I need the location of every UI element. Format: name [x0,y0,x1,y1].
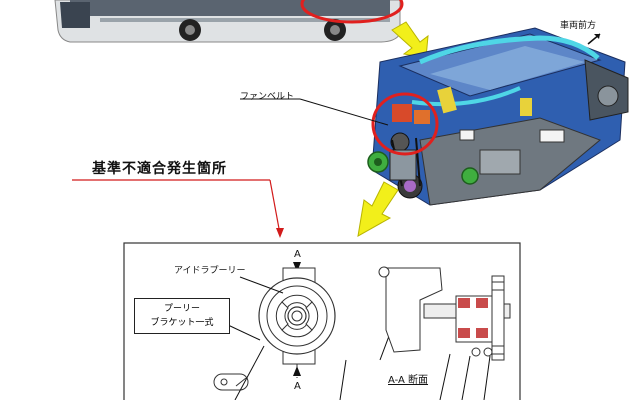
engine-illustration [367,27,629,206]
page-heading: 基準不適合発生箇所 [92,161,227,177]
callout-arrow-top [391,21,429,59]
direction-arrow [587,33,601,45]
section-view-label: A-A 断面 [388,375,429,386]
pulley-bracket-line2: ブラケット一式 [150,318,214,328]
direction-label: 車両前方 [560,21,597,31]
pulley-bracket-line1: プーリー [163,304,200,314]
bracket-slot [213,373,249,391]
section-a-top-label: A [294,249,301,260]
section-view-drawing [378,266,511,400]
section-a-bottom-label: A [294,381,301,392]
bus-highlight-circle [300,0,404,24]
callout-arrow-bottom [357,181,399,237]
idler-pulley-label: アイドラプーリー [174,266,246,276]
bus-body [54,0,401,43]
fan-belt-leader [299,98,389,126]
fan-belt-label: ファンベルト [240,92,295,102]
engine-highlight-circle [371,92,439,156]
pulley-bracket-label: プーリー ブラケット一式 [134,298,230,334]
heading-arrow [72,179,284,238]
idler-pulley-view [258,267,336,365]
